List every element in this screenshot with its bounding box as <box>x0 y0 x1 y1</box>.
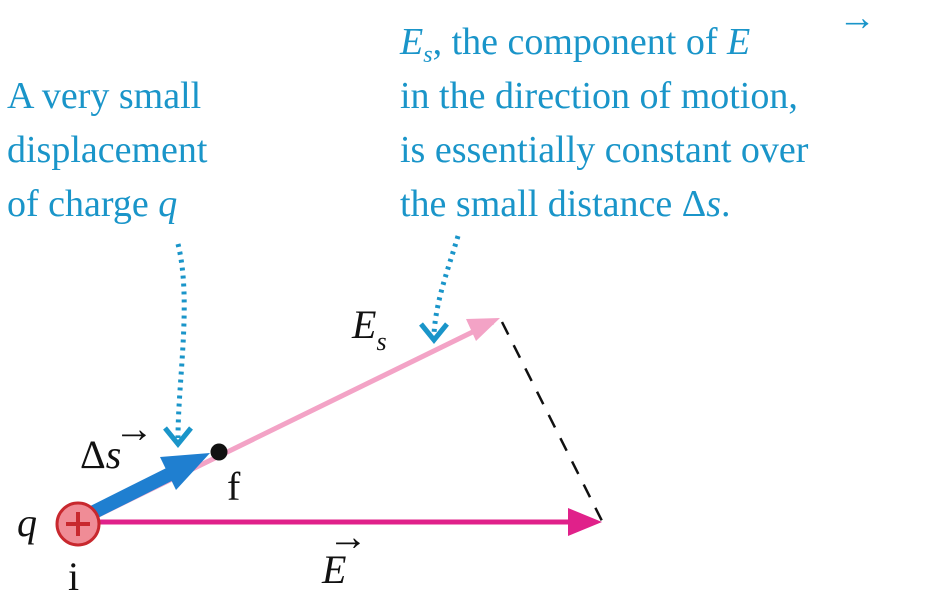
right-caption-period: . <box>721 183 731 225</box>
right-caption-vector-arrow: → <box>838 0 876 39</box>
label-delta-s: Δs <box>80 432 121 477</box>
charge-plus-icon <box>55 501 101 547</box>
right-caption-line-1: Es, the component of E <box>399 21 750 68</box>
right-caption-line-4-prefix: the small distance <box>400 183 682 225</box>
label-delta-s-delta: Δ <box>80 432 106 477</box>
label-point-f: f <box>227 464 241 509</box>
displacement-arrow-arrowhead <box>160 453 210 490</box>
left-caption-line-1: A very small <box>7 75 201 117</box>
es-component-arrowhead <box>466 318 500 341</box>
right-caption-es-sub: s <box>423 42 432 68</box>
right-caption-line-3: is essentially constant over <box>400 129 809 171</box>
right-caption-es-var: E <box>399 21 423 63</box>
left-pointer-dotted-line <box>175 243 187 439</box>
right-pointer-arrowhead <box>419 322 449 344</box>
right-caption-vector-e: E <box>726 21 750 63</box>
label-delta-s-vector-arrow: → <box>114 406 154 451</box>
point-f-dot <box>210 443 228 461</box>
right-pointer-arrow <box>419 235 461 344</box>
label-field-e: E <box>321 547 346 592</box>
label-es-var: E <box>351 302 376 347</box>
left-pointer-arrow <box>163 243 193 448</box>
label-charge-q: q <box>17 500 37 545</box>
left-caption-line-3: of charge q <box>7 183 177 225</box>
right-pointer-dotted-line <box>431 235 461 335</box>
label-delta-s-var: s <box>106 432 122 477</box>
left-caption-line-3-prefix: of charge <box>7 183 158 225</box>
label-es-sub: s <box>376 327 386 356</box>
field-arrow-arrowhead <box>568 508 602 536</box>
label-field-vector-arrow: → <box>328 514 368 559</box>
right-caption-line-1-text: , the component of <box>433 21 727 63</box>
right-caption-var-s: s <box>706 183 721 225</box>
left-pointer-arrowhead <box>163 426 193 448</box>
right-caption-line-2: in the direction of motion, <box>400 75 798 117</box>
right-caption-line-4: the small distance Δs. <box>400 183 731 225</box>
left-caption-line-2: displacement <box>7 129 208 171</box>
right-caption-delta: Δ <box>682 183 706 225</box>
label-point-i: i <box>68 554 79 599</box>
left-caption-var-q: q <box>158 183 177 225</box>
label-es: Es <box>351 302 387 356</box>
projection-dashed-line <box>500 321 604 522</box>
